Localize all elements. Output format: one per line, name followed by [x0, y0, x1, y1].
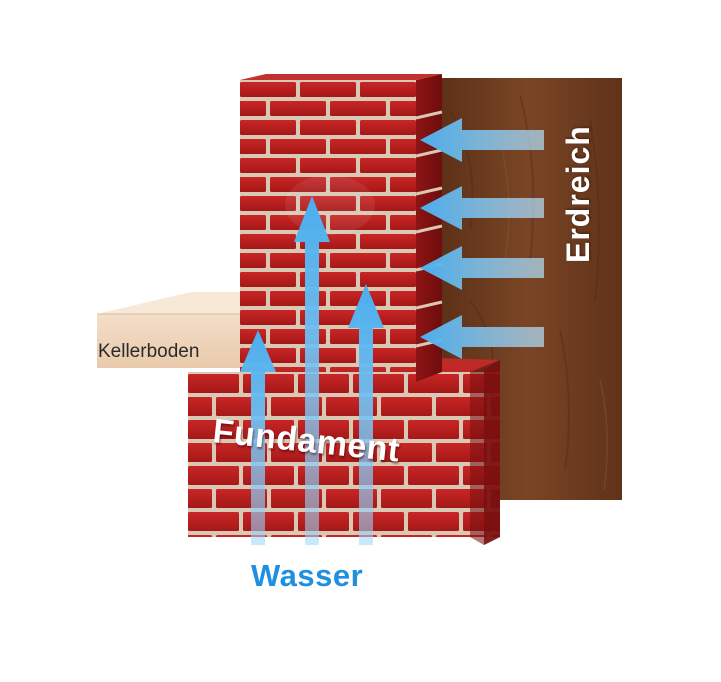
- soil-block: [432, 78, 622, 500]
- label-erdreich: Erdreich: [560, 125, 596, 263]
- foundation-block: [188, 358, 500, 545]
- label-wasser: Wasser: [251, 558, 364, 593]
- lateral-arrow: [420, 118, 544, 162]
- rising-arrow: [294, 196, 330, 545]
- lateral-moisture-arrows: [420, 118, 544, 359]
- rising-moisture-arrows: [240, 196, 384, 545]
- basement-floor: [97, 292, 241, 368]
- lateral-arrow: [420, 246, 544, 290]
- lateral-arrow: [420, 186, 544, 230]
- rising-arrow: [348, 284, 384, 545]
- lateral-arrow: [420, 315, 544, 359]
- label-kellerboden: Kellerboden: [98, 341, 200, 362]
- rising-arrow: [240, 330, 276, 545]
- wall-column: [240, 74, 443, 382]
